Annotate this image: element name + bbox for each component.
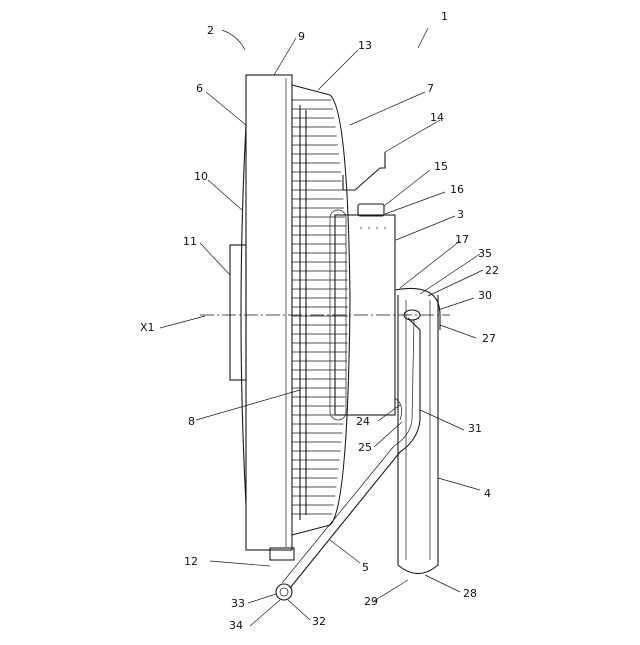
guard-spoke-lines bbox=[300, 105, 306, 520]
front-center-disc bbox=[230, 245, 246, 380]
label-4: 4 bbox=[484, 487, 491, 500]
label-17: 17 bbox=[455, 233, 469, 246]
rear-guard-outline bbox=[292, 85, 350, 535]
joint-cap bbox=[395, 288, 440, 330]
label-5: 5 bbox=[362, 561, 369, 574]
label-7: 7 bbox=[427, 82, 434, 95]
timer-knob bbox=[358, 204, 384, 216]
label-11: 11 bbox=[183, 235, 197, 248]
support-arm-inner bbox=[282, 320, 414, 583]
carry-handle bbox=[343, 152, 385, 190]
label-35: 35 bbox=[478, 247, 492, 260]
label-22: 22 bbox=[485, 264, 499, 277]
label-9: 9 bbox=[298, 30, 305, 43]
label-29: 29 bbox=[364, 595, 378, 608]
label-3: 3 bbox=[457, 208, 464, 221]
label-16: 16 bbox=[450, 183, 464, 196]
label-30: 30 bbox=[478, 289, 492, 302]
label-10: 10 bbox=[194, 170, 208, 183]
label-32: 32 bbox=[312, 615, 326, 628]
label-14: 14 bbox=[430, 111, 444, 124]
label-25: 25 bbox=[358, 441, 372, 454]
label-12: 12 bbox=[184, 555, 198, 568]
stand-pillar bbox=[398, 295, 438, 574]
foot-pivot-inner bbox=[280, 588, 288, 596]
label-28: 28 bbox=[463, 587, 477, 600]
label-2: 2 bbox=[207, 24, 214, 37]
label-6: 6 bbox=[196, 82, 203, 95]
label-27: 27 bbox=[482, 332, 496, 345]
label-15: 15 bbox=[434, 160, 448, 173]
label-33: 33 bbox=[231, 597, 245, 610]
label-13: 13 bbox=[358, 39, 372, 52]
support-arm bbox=[290, 318, 420, 588]
label-8: 8 bbox=[188, 415, 195, 428]
foot-pivot bbox=[276, 584, 292, 600]
front-frame bbox=[246, 75, 292, 550]
label-24: 24 bbox=[356, 415, 370, 428]
label-1: 1 bbox=[441, 10, 448, 23]
label-34: 34 bbox=[229, 619, 243, 632]
label-x1: X1 bbox=[140, 321, 155, 334]
label-31: 31 bbox=[468, 422, 482, 435]
